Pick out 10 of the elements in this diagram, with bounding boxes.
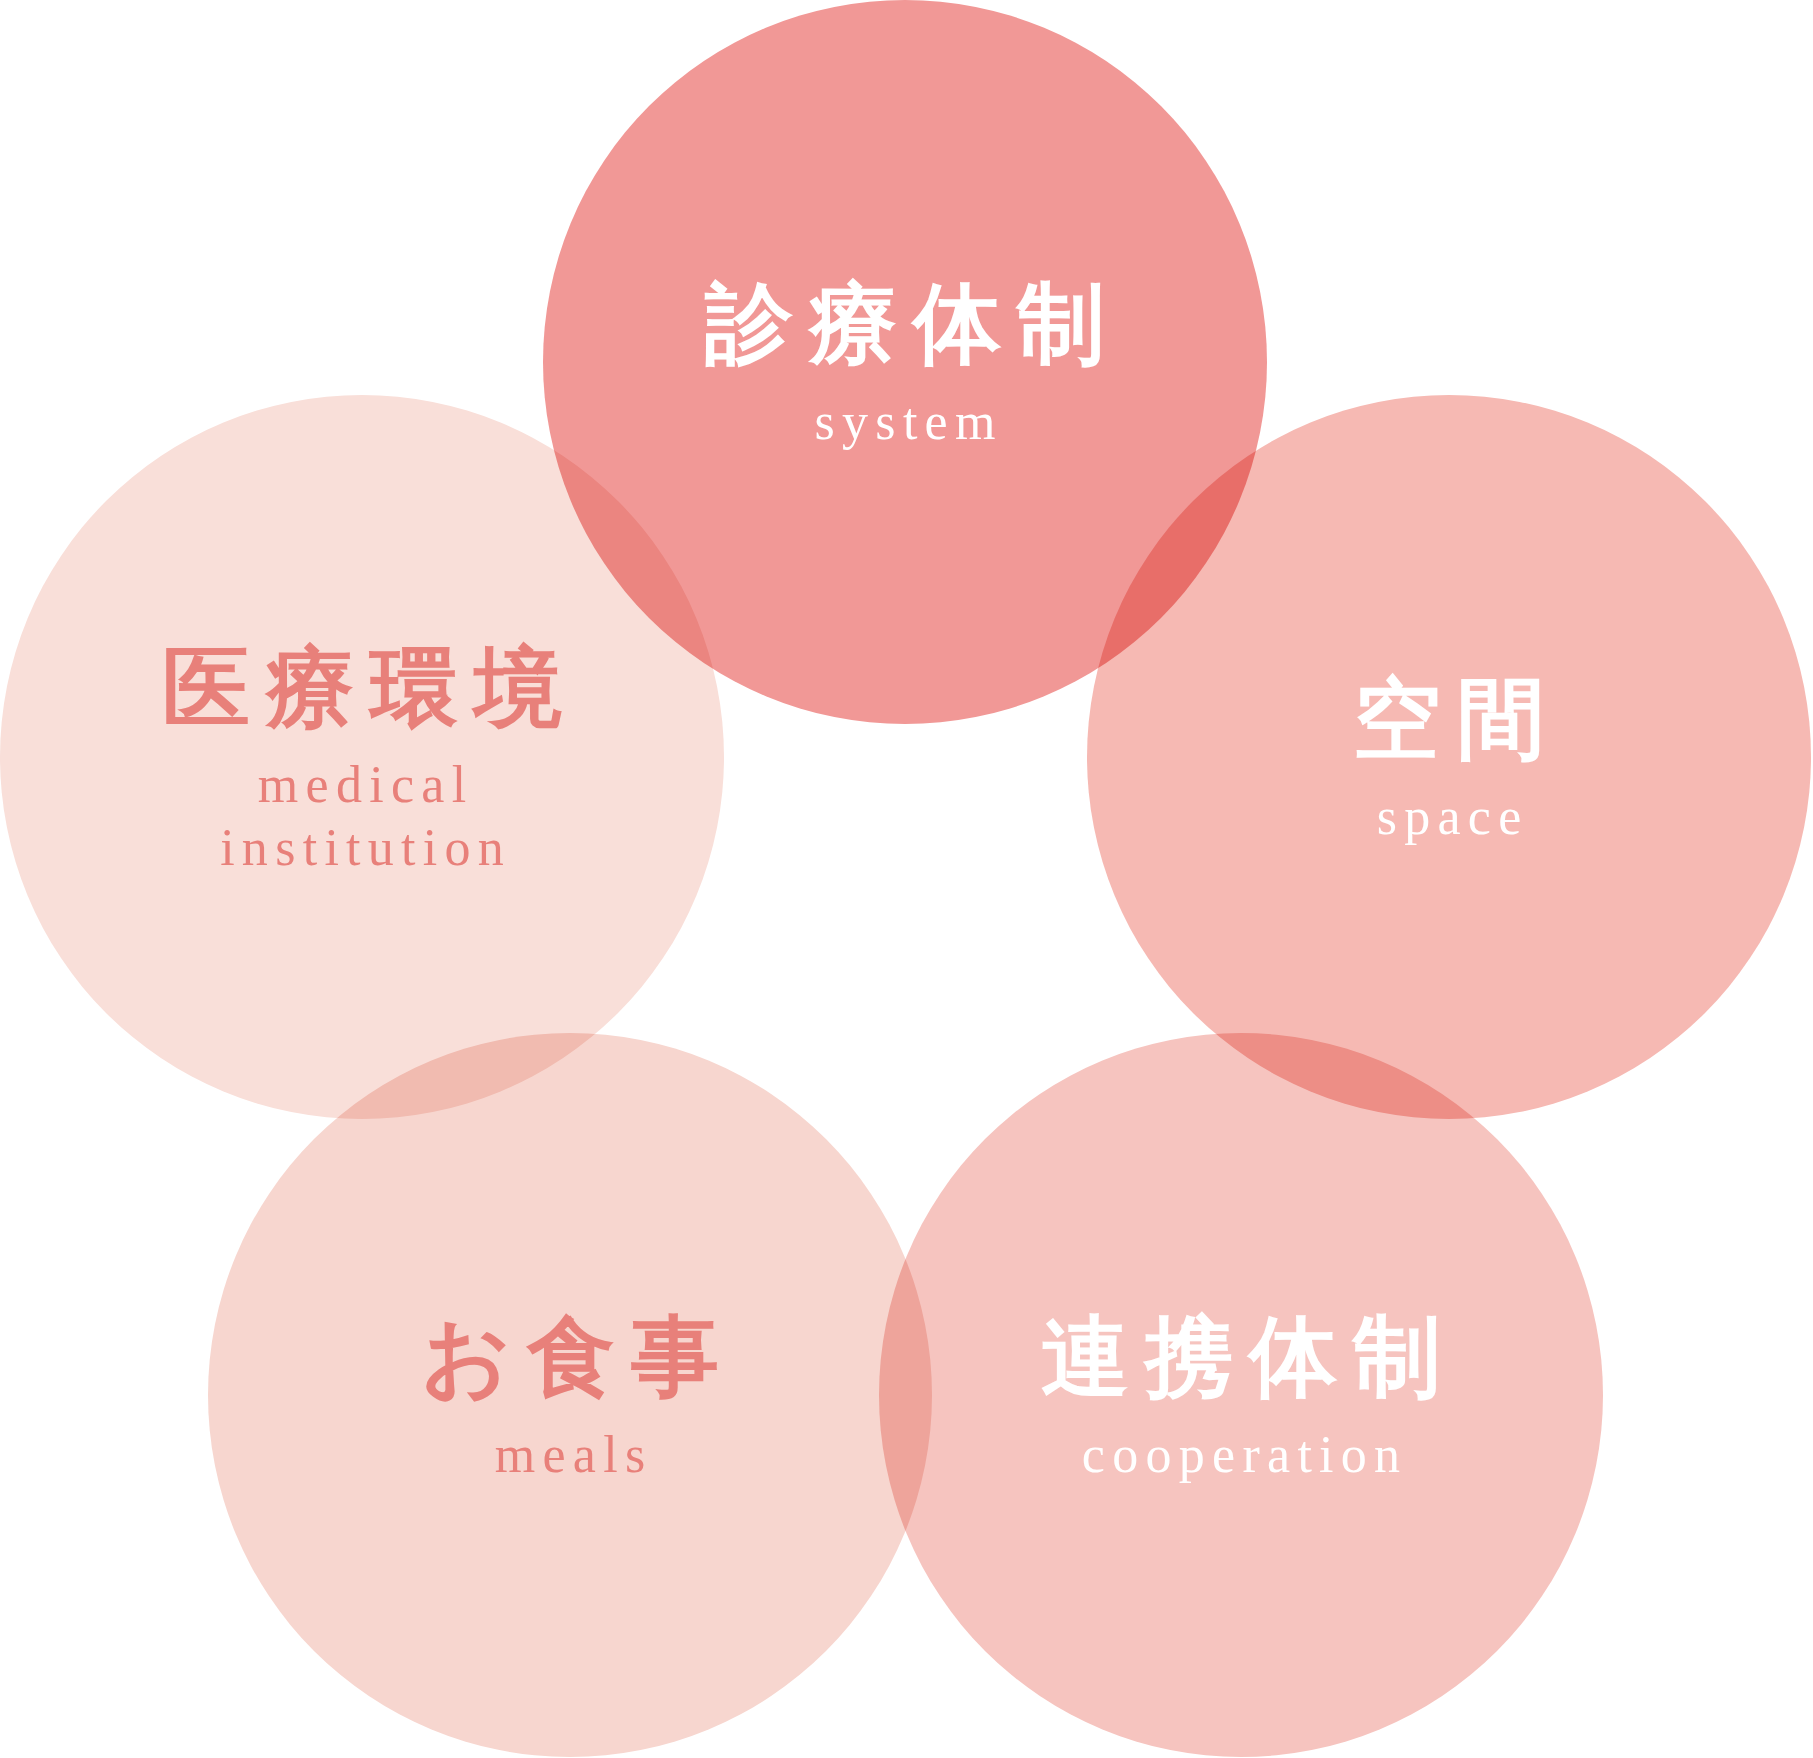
- circle-subtitle: medical institution: [219, 755, 513, 878]
- circle-subtitle: space: [1376, 786, 1529, 847]
- circle-title: 医療環境: [162, 634, 578, 741]
- circle-title: 空間: [1353, 666, 1561, 772]
- circle-subtitle: meals: [494, 1424, 653, 1485]
- circle-subtitle: system: [814, 391, 1003, 452]
- circle-subtitle: cooperation: [1081, 1424, 1408, 1485]
- circle-title: お食事: [421, 1304, 735, 1410]
- circle-title: 診療体制: [705, 271, 1121, 377]
- circle-title: 連携体制: [1041, 1304, 1457, 1410]
